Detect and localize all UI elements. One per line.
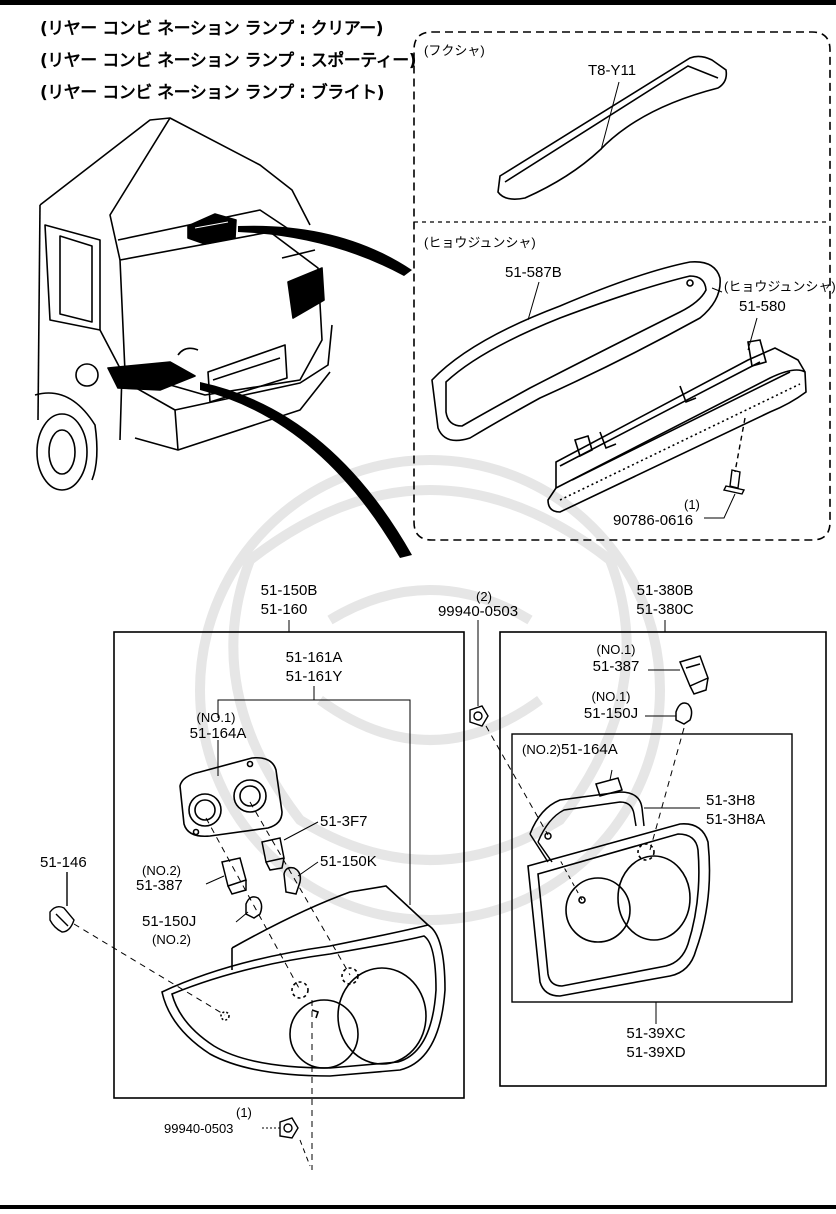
socket-51-387-no1 (678, 655, 709, 695)
part-99940-0503-middle: 99940-0503 (437, 603, 519, 620)
vehicle-illustration (34, 117, 333, 491)
plate-51-164a-no2 (595, 777, 623, 797)
part-51-39xd: 51-39XD (626, 1044, 686, 1061)
no1-left: (NO.1) (196, 710, 236, 725)
no1-right-a: (NO.1) (596, 642, 636, 657)
part-51-150b: 51-150B (260, 582, 318, 599)
no2-right: (NO.2) (522, 742, 561, 757)
no2-left-top: (NO.2) (142, 863, 181, 878)
part-t8-y11: T8-Y11 (588, 62, 637, 79)
bulb-51-150j-no1 (675, 702, 693, 725)
bottom-border (0, 1205, 836, 1209)
top-border (0, 0, 836, 5)
part-51-160: 51-160 (260, 601, 308, 618)
cover-t8-y11 (497, 55, 728, 200)
part-51-150j-left: 51-150J (142, 913, 197, 930)
header-line-clear: (リヤー コンビ ネーション ランプ : クリアー) (40, 19, 384, 39)
no1-right-b: (NO.1) (591, 689, 631, 704)
part-51-161y: 51-161Y (285, 668, 343, 685)
leader-t8-y11 (600, 81, 620, 151)
part-51-146: 51-146 (40, 854, 87, 871)
bulb-51-150k (283, 866, 302, 895)
gasket-51-3h8 (529, 791, 645, 863)
socket-51-387-no2 (221, 857, 247, 895)
part-51-3h8: 51-3H8 (706, 792, 756, 809)
nut-99940-0503-bottom (279, 1117, 299, 1139)
section-standard-label: (ヒョウジュンシャ) (424, 235, 536, 250)
part-51-3f7: 51-3F7 (320, 813, 368, 830)
part-99940-0503-bottom: 99940-0503 (164, 1121, 234, 1136)
bulb-51-150j-no2 (245, 896, 263, 919)
callout-arrow-top (238, 225, 412, 276)
part-51-150j-right: 51-150J (583, 705, 639, 722)
part-51-380c: 51-380C (636, 601, 694, 618)
part-51-3h8a: 51-3H8A (706, 811, 766, 828)
leader-51-587b (527, 281, 540, 321)
right-lamp-frame (499, 631, 827, 1087)
lens-right (527, 823, 711, 997)
part-51-164a-left: 51-164A (189, 725, 247, 742)
nut-99940-0503-middle (469, 705, 489, 727)
alignment-lines-left (73, 801, 351, 1170)
no2-left-bottom: (NO.2) (152, 932, 191, 947)
qty-screw: (1) (684, 497, 700, 512)
part-51-580: 51-580 (739, 298, 786, 315)
header-line-sporty: (リヤー コンビ ネーション ランプ : スポーティー) (40, 51, 417, 71)
part-51-387-left: 51-387 (136, 877, 183, 894)
lamp-51-580 (547, 339, 807, 513)
part-51-164a-right: 51-164A (561, 741, 618, 758)
lens-51-587b (431, 261, 721, 442)
part-51-587b: 51-587B (505, 264, 562, 281)
section-optional-label: (フクシャ) (424, 43, 485, 58)
part-51-380b: 51-380B (636, 582, 694, 599)
plate-right-label: (NO.2)51-164A (522, 741, 618, 759)
part-51-39xc: 51-39XC (626, 1025, 686, 1042)
socket-51-3f7 (261, 837, 285, 871)
screw-90786-0616 (722, 417, 746, 495)
part-51-150k: 51-150K (320, 853, 377, 870)
lens-left-housing (161, 885, 446, 1077)
brake-light-panel-border (413, 31, 831, 541)
header-line-bright: (リヤー コンビ ネーション ランプ : ブライト) (40, 83, 385, 103)
callout-arrow-bottom (200, 382, 412, 558)
qty-nut-middle: (2) (476, 589, 492, 604)
qty-nut-bottom: (1) (236, 1105, 252, 1120)
leader-51-580 (747, 317, 758, 351)
part-51-387-right: 51-387 (592, 658, 640, 675)
watermark (195, 455, 665, 925)
clip-51-146 (49, 872, 75, 933)
part-90786-0616: 90786-0616 (613, 512, 694, 529)
leader-screw (704, 493, 736, 519)
note-standard: (ヒョウジュンシャ) (724, 279, 836, 294)
socket-plate-51-164a (179, 756, 283, 838)
right-lamp-inner-frame (511, 733, 793, 1003)
part-51-161a: 51-161A (285, 649, 343, 666)
